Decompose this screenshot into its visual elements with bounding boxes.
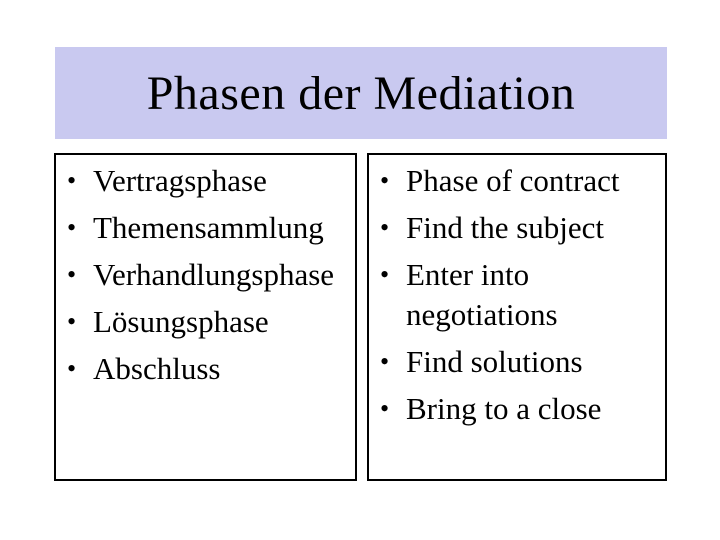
list-item-label: Phase of contract bbox=[406, 163, 620, 198]
list-item-label: Verhandlungsphase bbox=[93, 257, 335, 292]
title-banner: Phasen der Mediation bbox=[55, 47, 667, 139]
list-item: • Enter into negotiations bbox=[380, 255, 659, 335]
list-item-label: Abschluss bbox=[93, 351, 221, 386]
list-item-label: Find solutions bbox=[406, 344, 583, 379]
bullet-icon: • bbox=[67, 166, 77, 195]
bullet-icon: • bbox=[67, 260, 77, 289]
list-item: • Lösungsphase bbox=[67, 302, 349, 342]
list-item-label: Vertragsphase bbox=[93, 163, 267, 198]
list-item: • Find the subject bbox=[380, 208, 659, 248]
bullet-icon: • bbox=[380, 260, 390, 289]
bullet-icon: • bbox=[380, 166, 390, 195]
list-item: • Phase of contract bbox=[380, 161, 659, 201]
bullet-icon: • bbox=[67, 354, 77, 383]
bullet-icon: • bbox=[67, 213, 77, 242]
list-item: • Abschluss bbox=[67, 349, 349, 389]
list-item: • Verhandlungsphase bbox=[67, 255, 349, 295]
list-item: • Bring to a close bbox=[380, 389, 659, 429]
list-item-label: Find the subject bbox=[406, 210, 605, 245]
list-item: • Themensammlung bbox=[67, 208, 349, 248]
content-box-english: • Phase of contract • Find the subject •… bbox=[367, 153, 667, 481]
bullet-icon: • bbox=[380, 213, 390, 242]
bullet-icon: • bbox=[380, 394, 390, 423]
list-item-label: Themensammlung bbox=[93, 210, 324, 245]
page-title: Phasen der Mediation bbox=[146, 66, 576, 120]
list-item: • Vertragsphase bbox=[67, 161, 349, 201]
list-item-label: Enter into negotiations bbox=[406, 257, 558, 332]
list-item-label: Bring to a close bbox=[406, 391, 602, 426]
content-box-german: • Vertragsphase • Themensammlung • Verha… bbox=[54, 153, 357, 481]
list-item-label: Lösungsphase bbox=[93, 304, 269, 339]
bullet-icon: • bbox=[380, 347, 390, 376]
list-item: • Find solutions bbox=[380, 342, 659, 382]
bullet-icon: • bbox=[67, 307, 77, 336]
